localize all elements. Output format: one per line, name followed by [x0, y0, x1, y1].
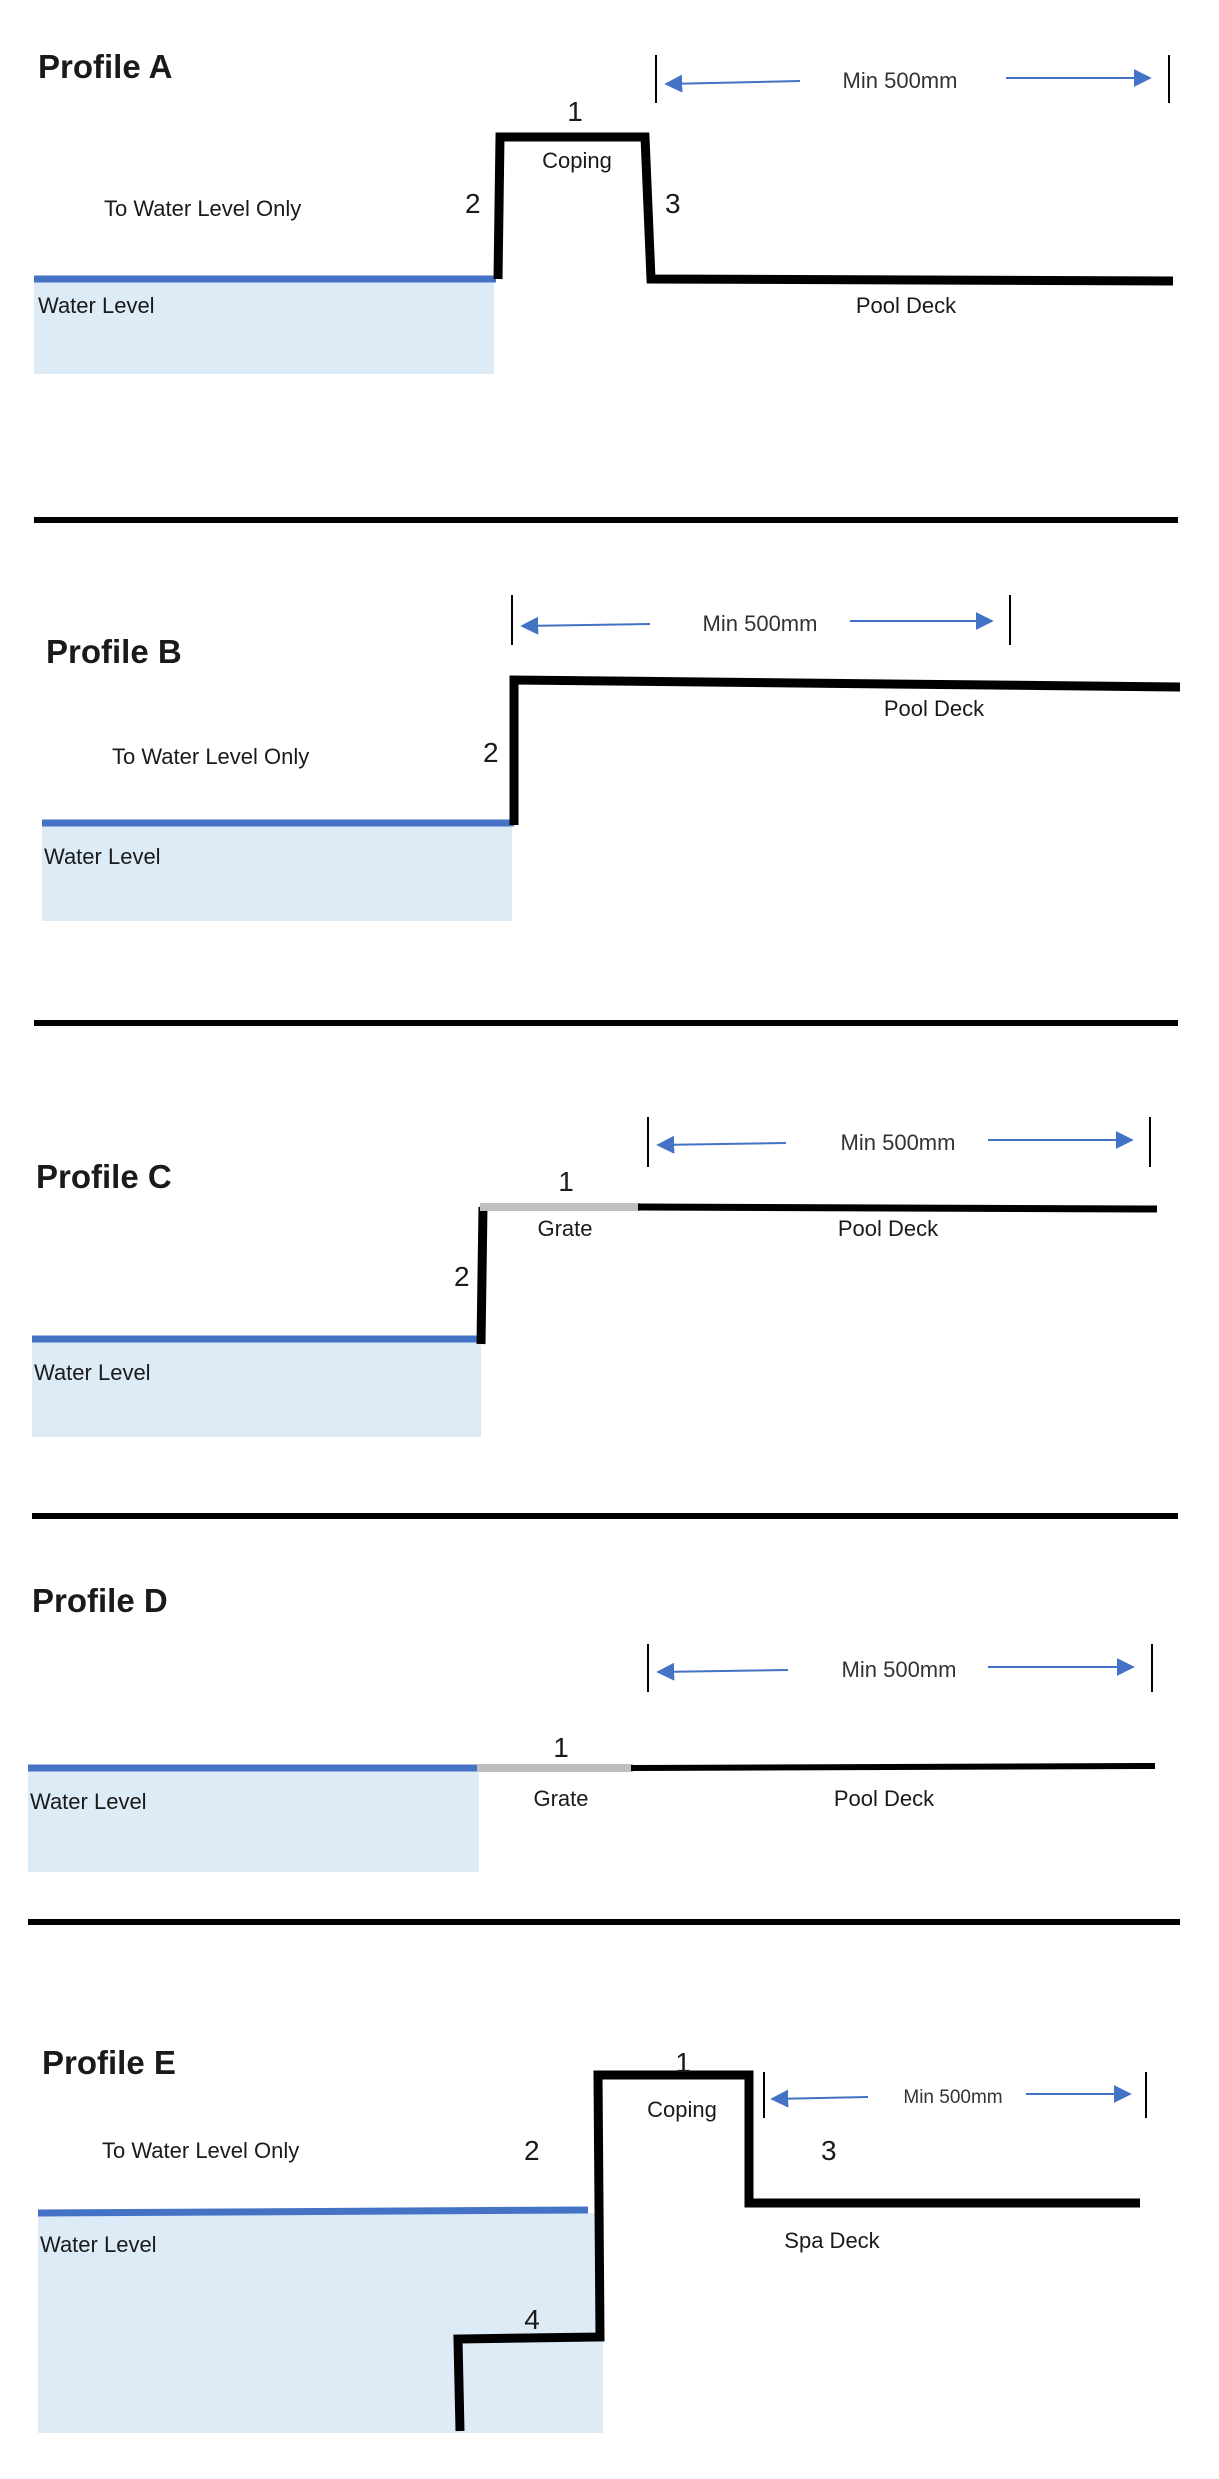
profile-b-note: To Water Level Only — [112, 744, 309, 769]
profile-a-note: To Water Level Only — [104, 196, 301, 221]
profile-b: Profile B To Water Level Only Water Leve… — [42, 595, 1181, 921]
profile-c-wall — [476, 1206, 488, 1345]
profile-e-number-2: 2 — [524, 2135, 540, 2166]
profile-d-title: Profile D — [32, 1582, 168, 1619]
profile-c-dimension-label: Min 500mm — [841, 1130, 956, 1155]
profile-e-number-3: 3 — [821, 2135, 837, 2166]
profile-d-dimension-arrow-left — [656, 1662, 789, 1681]
profile-a-dimension-arrow-left — [664, 74, 801, 93]
profile-c-grate-label: Grate — [537, 1216, 592, 1241]
profile-e-deck-label: Spa Deck — [784, 2228, 880, 2253]
profile-a: Profile A To Water Level Only Water Leve… — [34, 48, 1174, 374]
profile-e-number-4: 4 — [524, 2304, 540, 2335]
profile-a-number-3: 3 — [665, 188, 681, 219]
profile-a-number-1: 1 — [567, 96, 583, 127]
profile-c-water-body — [32, 1339, 481, 1437]
profile-b-water-label: Water Level — [44, 844, 161, 869]
profile-a-coping-label: Coping — [542, 148, 612, 173]
profile-e-coping-label: Coping — [647, 2097, 717, 2122]
profile-d-deck-label: Pool Deck — [834, 1786, 935, 1811]
profile-c-number-1: 1 — [558, 1166, 574, 1197]
profile-c: Profile C Water Level 1 Grate 2 Pool Dec… — [32, 1117, 1158, 1437]
profile-d: Profile D Water Level 1 Grate Pool Deck … — [28, 1582, 1156, 1872]
profile-c-dimension-arrow-left — [656, 1135, 787, 1154]
profile-e-water-line — [37, 2206, 589, 2217]
profile-a-number-2: 2 — [465, 188, 481, 219]
profile-b-water-body — [42, 823, 512, 921]
profile-b-wall-and-deck-outline — [509, 675, 1181, 825]
profile-c-title: Profile C — [36, 1158, 172, 1195]
profile-e: Profile E To Water Level Only Water Leve… — [37, 2044, 1147, 2433]
profile-c-water-label: Water Level — [34, 1360, 151, 1385]
profile-b-dimension-label: Min 500mm — [703, 611, 818, 636]
profile-a-water-body — [34, 279, 494, 374]
profile-e-note: To Water Level Only — [102, 2138, 299, 2163]
profile-e-water-body — [38, 2213, 603, 2433]
profile-e-dimension-label: Min 500mm — [903, 2087, 1002, 2108]
profile-c-deck — [637, 1203, 1158, 1213]
profile-d-grate-label: Grate — [533, 1786, 588, 1811]
profile-e-number-1: 1 — [675, 2047, 691, 2078]
profile-b-deck-label: Pool Deck — [884, 696, 985, 721]
profile-a-title: Profile A — [38, 48, 172, 85]
profile-d-dimension-label: Min 500mm — [842, 1657, 957, 1682]
profile-e-title: Profile E — [42, 2044, 176, 2081]
profile-a-dimension-label: Min 500mm — [843, 68, 958, 93]
profile-d-number-1: 1 — [553, 1732, 569, 1763]
profile-d-deck — [630, 1763, 1156, 1771]
profile-e-water-label: Water Level — [40, 2232, 157, 2257]
profile-b-title: Profile B — [46, 633, 182, 670]
profile-d-water-label: Water Level — [30, 1789, 147, 1814]
profile-e-dimension-arrow-left — [770, 2089, 869, 2108]
profile-b-number-2: 2 — [483, 737, 499, 768]
profile-d-water-body — [28, 1768, 479, 1872]
profile-c-deck-label: Pool Deck — [838, 1216, 939, 1241]
profile-b-dimension-arrow-left — [520, 616, 651, 635]
profile-a-coping-and-deck-outline — [493, 132, 1174, 286]
profile-c-number-2: 2 — [454, 1261, 470, 1292]
profile-a-deck-label: Pool Deck — [856, 293, 957, 318]
profile-a-water-label: Water Level — [38, 293, 155, 318]
profile-e-step-coping-and-deck-outline — [453, 2070, 1140, 2432]
